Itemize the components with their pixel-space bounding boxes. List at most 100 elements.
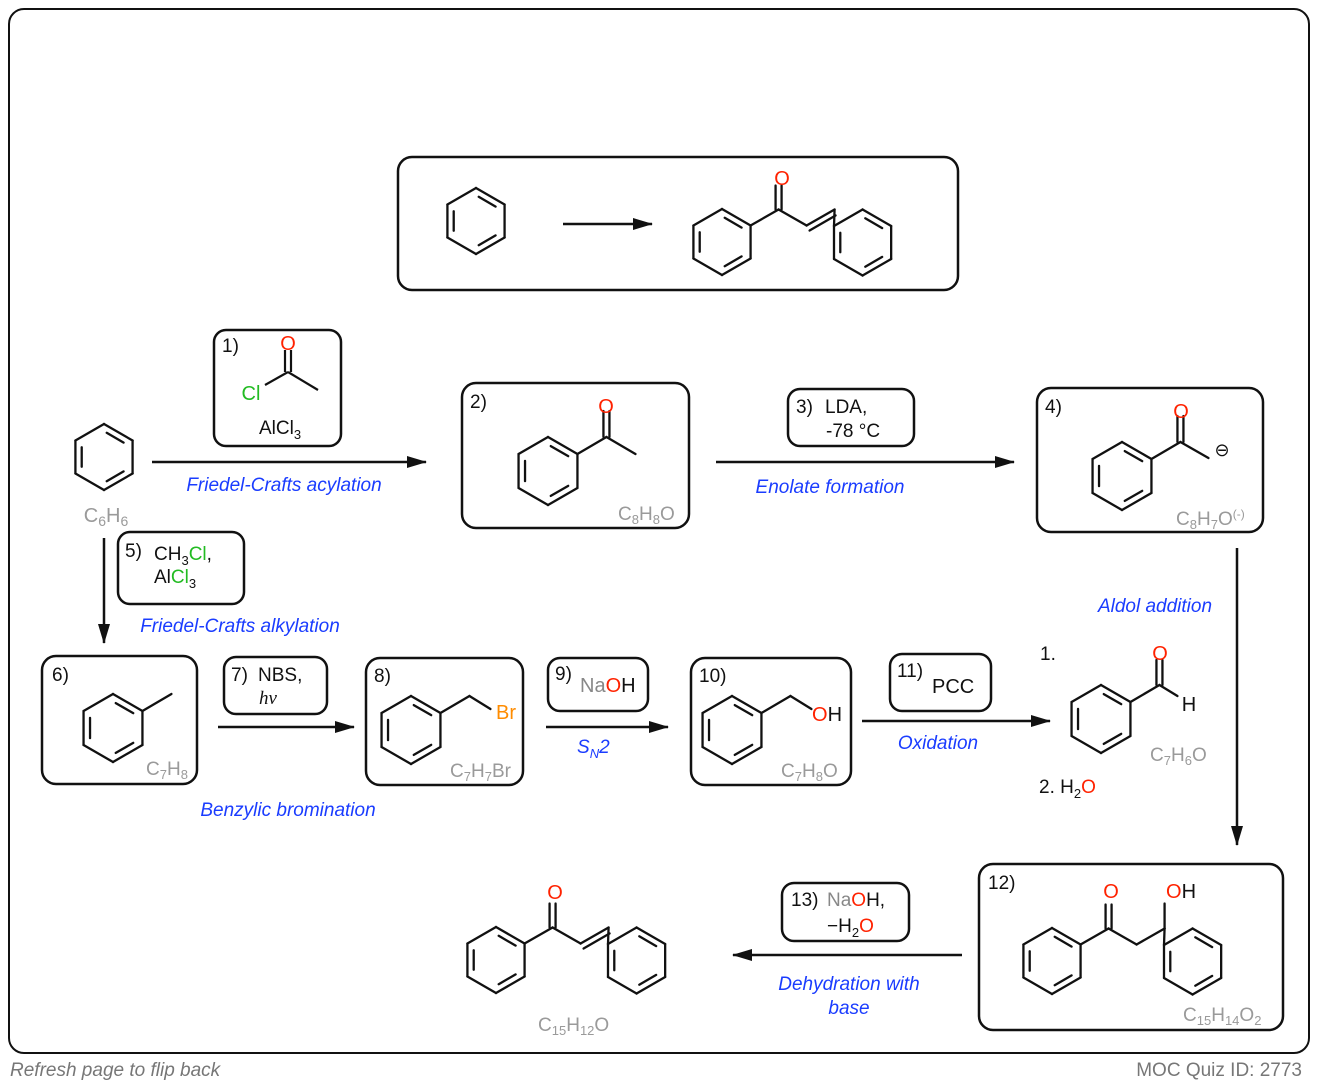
ring-bond [832, 208, 864, 228]
benzaldehyde-formula: C7H6O [1150, 745, 1207, 768]
reagent-11-box [888, 652, 993, 713]
ring-double-bond [477, 234, 497, 247]
compound-4-number: 4) [1045, 397, 1062, 418]
ring-bond [720, 257, 752, 277]
reagent-11-number: 11) [897, 661, 923, 682]
ring-double-bond [1194, 936, 1214, 949]
compound-12-structure [1022, 902, 1223, 996]
ring-double-bond [733, 743, 754, 757]
ring-double-bond [1102, 692, 1123, 706]
ring-bond [1070, 683, 1103, 704]
ring-double-bond [723, 216, 743, 229]
reagent-3-number: 3) [796, 397, 813, 418]
compound-6-box [40, 654, 199, 786]
bond [1107, 927, 1138, 946]
ring-bond [546, 486, 579, 507]
alkene-bond [579, 926, 610, 945]
ring-bond [861, 208, 893, 228]
acetyl-bond-me [287, 371, 319, 391]
bond [551, 926, 582, 945]
compound-2-box [460, 381, 691, 530]
compound-4-structure [1091, 414, 1210, 512]
ring-double-bond [638, 935, 658, 948]
quiz-id: MOC Quiz ID: 2773 [1136, 1060, 1302, 1081]
compound-10-box [689, 656, 853, 787]
ring-bond [1120, 440, 1153, 461]
ring-double-bond [549, 484, 570, 498]
alkene-bond [805, 208, 836, 227]
ring-double-bond [1123, 489, 1144, 503]
reagent-3-line-1: LDA, [825, 397, 867, 418]
label-sn2: SN2 [577, 737, 610, 761]
ring-bond [1191, 976, 1223, 996]
ring-bond [517, 435, 550, 456]
compound-4-charge: ⊖ [1214, 440, 1229, 461]
compound-12-hydroxyl: OH [1166, 881, 1196, 903]
ring-bond [1191, 927, 1223, 947]
reagent-7-box [222, 655, 329, 716]
product-formula: C15H12O [538, 1015, 609, 1038]
ring-double-bond [1123, 449, 1144, 463]
reagent-11-pcc: PCC [932, 676, 974, 698]
ring-bond [1099, 683, 1132, 704]
compound-10-hydroxyl: OH [812, 704, 842, 726]
ring-bond [861, 257, 893, 277]
compound-12-carbonyl-oxygen: O [1103, 881, 1119, 903]
ring-bond [82, 743, 115, 764]
reagent-5-line-2: AlCl3 [154, 567, 196, 591]
ring-bond [1162, 927, 1194, 947]
ring-double-bond [412, 743, 433, 757]
ring-bond [380, 745, 413, 766]
acetyl-oxygen: O [280, 333, 296, 355]
ring-bond [692, 257, 724, 277]
ring-bond [517, 486, 550, 507]
bond [760, 694, 792, 715]
compound-4-formula: C8H7O(-) [1176, 507, 1245, 532]
reagent-5-line-1: CH3Cl, [154, 544, 212, 568]
ring-bond [494, 925, 526, 945]
aldehyde-step-2: 2. H2O [1039, 777, 1096, 801]
compound-6-formula: C7H8 [146, 759, 188, 782]
bond [789, 694, 813, 711]
ring-bond [1099, 734, 1132, 755]
reagent-9-number: 9) [555, 664, 572, 685]
quiz-card-frame [8, 8, 1310, 1054]
compound-8-structure [380, 694, 492, 766]
compound-6-structure [82, 692, 173, 764]
ring-bond [380, 694, 413, 715]
ring-bond [606, 975, 638, 995]
ring-bond [466, 925, 498, 945]
reagent-1-number: 1) [222, 336, 239, 357]
problem-carbonyl-oxygen: O [774, 168, 790, 190]
reagent-13-box [780, 881, 911, 943]
benzaldehyde-hydrogen: H [1182, 694, 1196, 716]
bond [141, 692, 173, 713]
bond [468, 694, 492, 711]
reagent-13-naoh: NaOH, [827, 890, 885, 911]
ring-bond [730, 694, 763, 715]
bond [1079, 927, 1110, 946]
ring-double-bond [477, 195, 497, 208]
ring-bond [1120, 491, 1153, 512]
compound-2-structure [517, 409, 637, 507]
ring-bond [606, 926, 638, 946]
ring-bond [1070, 734, 1103, 755]
compound-4-box [1035, 386, 1265, 534]
bond [749, 208, 780, 227]
ring-double-bond [497, 934, 517, 947]
ring-double-bond [638, 973, 658, 986]
bond [606, 926, 610, 946]
ring-double-bond [105, 470, 125, 483]
ring-bond [701, 694, 734, 715]
ring-bond [111, 692, 144, 713]
ring-double-bond [864, 217, 884, 230]
ring-bond [446, 186, 478, 206]
ring-double-bond [497, 973, 517, 986]
label-dehydration-2: base [828, 998, 869, 1019]
reagent-1-lewis-acid: AlCl3 [259, 418, 301, 442]
bond [1129, 683, 1161, 704]
compound-12-formula: C15H14O2 [1183, 1005, 1261, 1028]
ring-double-bond [114, 741, 135, 755]
reagent-7-line-2: hν [259, 688, 278, 709]
reagent-3-box [786, 387, 916, 448]
